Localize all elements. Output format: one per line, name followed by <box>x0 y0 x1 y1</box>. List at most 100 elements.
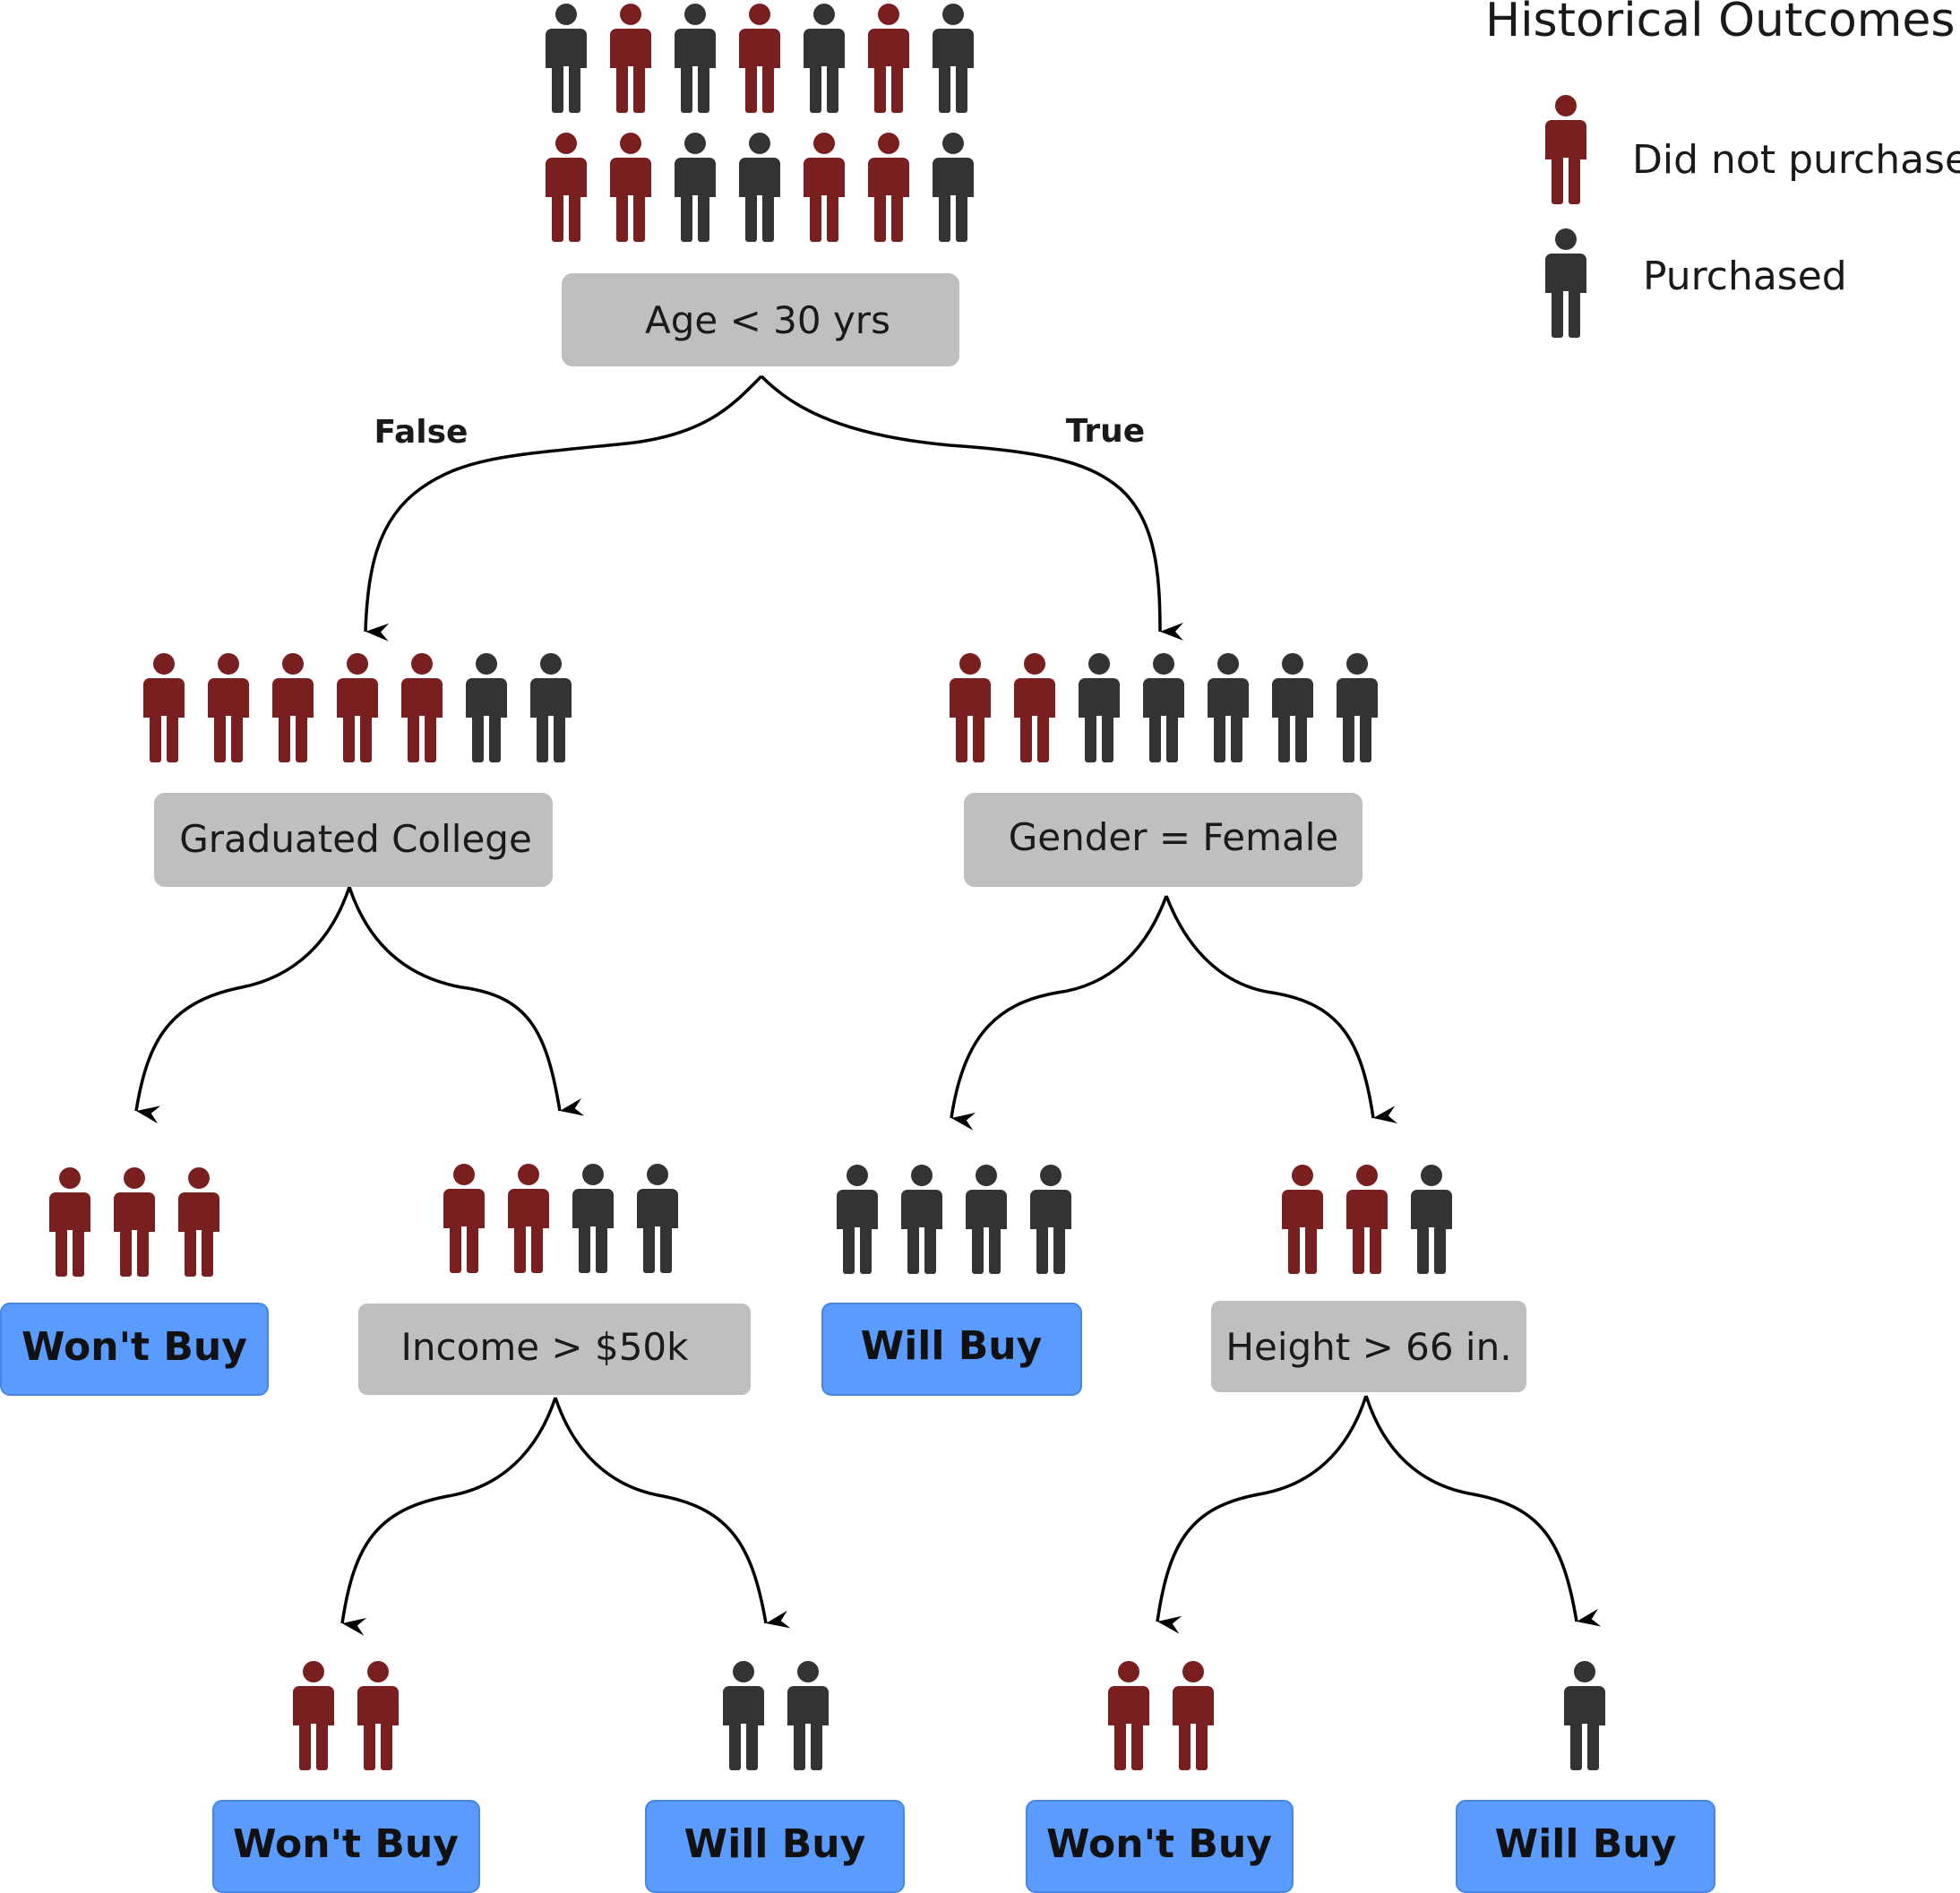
person-purchased-icon <box>466 653 507 762</box>
condition-box <box>562 273 959 366</box>
person-did-not-purchase-icon <box>143 653 185 762</box>
condition-box <box>1211 1301 1526 1392</box>
condition-label: Age < 30 yrs <box>645 298 890 342</box>
person-did-not-purchase-icon <box>1108 1661 1149 1770</box>
condition-label: Gender = Female <box>1009 815 1339 859</box>
person-purchased-icon <box>804 4 845 113</box>
node-right-right: Height > 66 in. <box>1211 1301 1526 1392</box>
person-did-not-purchase-icon <box>293 1661 334 1770</box>
person-purchased-icon <box>933 4 974 113</box>
node-lr-right: Will Buy <box>645 1800 905 1893</box>
person-did-not-purchase-icon <box>868 4 909 113</box>
condition-box <box>154 793 553 887</box>
person-did-not-purchase-icon <box>546 133 587 242</box>
edges <box>134 374 1602 1636</box>
edge-right-true <box>1165 895 1398 1124</box>
leaf-box <box>1456 1800 1715 1893</box>
person-purchased-icon <box>966 1165 1007 1274</box>
person-did-not-purchase-icon <box>868 133 909 242</box>
person-purchased-icon <box>837 1165 878 1274</box>
edge-root-false <box>364 374 763 641</box>
person-purchased-icon <box>1079 653 1120 762</box>
branch-label-false: False <box>374 414 469 451</box>
people-group-lr-right <box>723 1661 829 1770</box>
person-purchased-icon <box>739 133 780 242</box>
leaf-label: Won't Buy <box>233 1821 459 1867</box>
person-did-not-purchase-icon <box>508 1164 549 1273</box>
leaf-box <box>645 1800 905 1893</box>
node-lr-left: Won't Buy <box>212 1800 480 1893</box>
node-left-right: Income > $50k <box>358 1304 751 1395</box>
condition-label: Graduated College <box>179 817 532 861</box>
people-group-left-left <box>49 1167 219 1277</box>
edge-right-false <box>950 895 1168 1131</box>
person-purchased-icon <box>1030 1165 1071 1274</box>
person-did-not-purchase-icon <box>49 1167 90 1277</box>
condition-box <box>964 793 1363 887</box>
person-did-not-purchase-icon <box>1173 1661 1214 1770</box>
person-purchased-icon <box>637 1164 678 1273</box>
edge-left-false <box>134 886 351 1124</box>
leaf-label: Won't Buy <box>21 1324 247 1370</box>
leaf-box <box>821 1303 1082 1396</box>
person-did-not-purchase-icon <box>610 4 651 113</box>
edge-height-true <box>1364 1395 1602 1627</box>
person-did-not-purchase-icon <box>337 653 378 762</box>
person-purchased-icon <box>675 4 716 113</box>
edge-left-true <box>348 886 585 1116</box>
person-purchased-icon <box>1143 653 1184 762</box>
node-right: Gender = Female <box>964 793 1363 887</box>
person-purchased-icon <box>787 1661 829 1770</box>
legend-label: Purchased <box>1643 254 1847 299</box>
leaf-label: Will Buy <box>1495 1821 1677 1867</box>
person-did-not-purchase-icon <box>1014 653 1055 762</box>
person-purchased-icon <box>675 133 716 242</box>
leaf-label: Will Buy <box>684 1821 866 1867</box>
leaf-box <box>0 1303 269 1396</box>
edge-income-true <box>554 1397 791 1629</box>
edge-income-false <box>340 1397 557 1636</box>
legend-item-purchased: Purchased <box>1545 228 1847 338</box>
node-left: Graduated College <box>154 793 553 887</box>
node-left-left: Won't Buy <box>0 1303 269 1396</box>
legend-label: Did not purchase <box>1632 137 1960 183</box>
node-rr-right: Will Buy <box>1456 1800 1715 1893</box>
branch-label-true: True <box>1066 413 1145 450</box>
person-purchased-icon <box>1272 653 1313 762</box>
person-icon <box>1545 228 1586 338</box>
condition-box <box>358 1304 751 1395</box>
person-purchased-icon <box>546 4 587 113</box>
people-group-lr-left <box>293 1661 399 1770</box>
legend-title: Historical Outcomes <box>1485 0 1956 47</box>
person-purchased-icon <box>933 133 974 242</box>
leaf-label: Won't Buy <box>1046 1821 1272 1867</box>
person-purchased-icon <box>530 653 572 762</box>
person-purchased-icon <box>901 1165 942 1274</box>
person-did-not-purchase-icon <box>272 653 314 762</box>
people-group-right-left <box>837 1165 1071 1274</box>
people-group-left-right <box>443 1164 678 1273</box>
person-purchased-icon <box>572 1164 614 1273</box>
node-rr-left: Won't Buy <box>1026 1800 1294 1893</box>
leaf-box <box>212 1800 480 1893</box>
people-group-root <box>546 4 974 242</box>
leaf-label: Will Buy <box>861 1323 1043 1369</box>
people-group-rr-right <box>1564 1661 1605 1770</box>
person-did-not-purchase-icon <box>950 653 991 762</box>
person-did-not-purchase-icon <box>443 1164 485 1273</box>
person-did-not-purchase-icon <box>208 653 249 762</box>
people-group-right-right <box>1282 1165 1452 1274</box>
person-did-not-purchase-icon <box>114 1167 155 1277</box>
node-right-left: Will Buy <box>821 1303 1082 1396</box>
person-icon <box>1545 95 1586 204</box>
person-purchased-icon <box>1337 653 1378 762</box>
legend: Historical Outcomes Did not purchase Pur… <box>1485 0 1960 338</box>
person-purchased-icon <box>1564 1661 1605 1770</box>
condition-label: Height > 66 in. <box>1225 1325 1511 1369</box>
person-purchased-icon <box>1208 653 1249 762</box>
person-did-not-purchase-icon <box>1346 1165 1388 1274</box>
people-group-left <box>143 653 572 762</box>
person-did-not-purchase-icon <box>178 1167 219 1277</box>
person-did-not-purchase-icon <box>804 133 845 242</box>
